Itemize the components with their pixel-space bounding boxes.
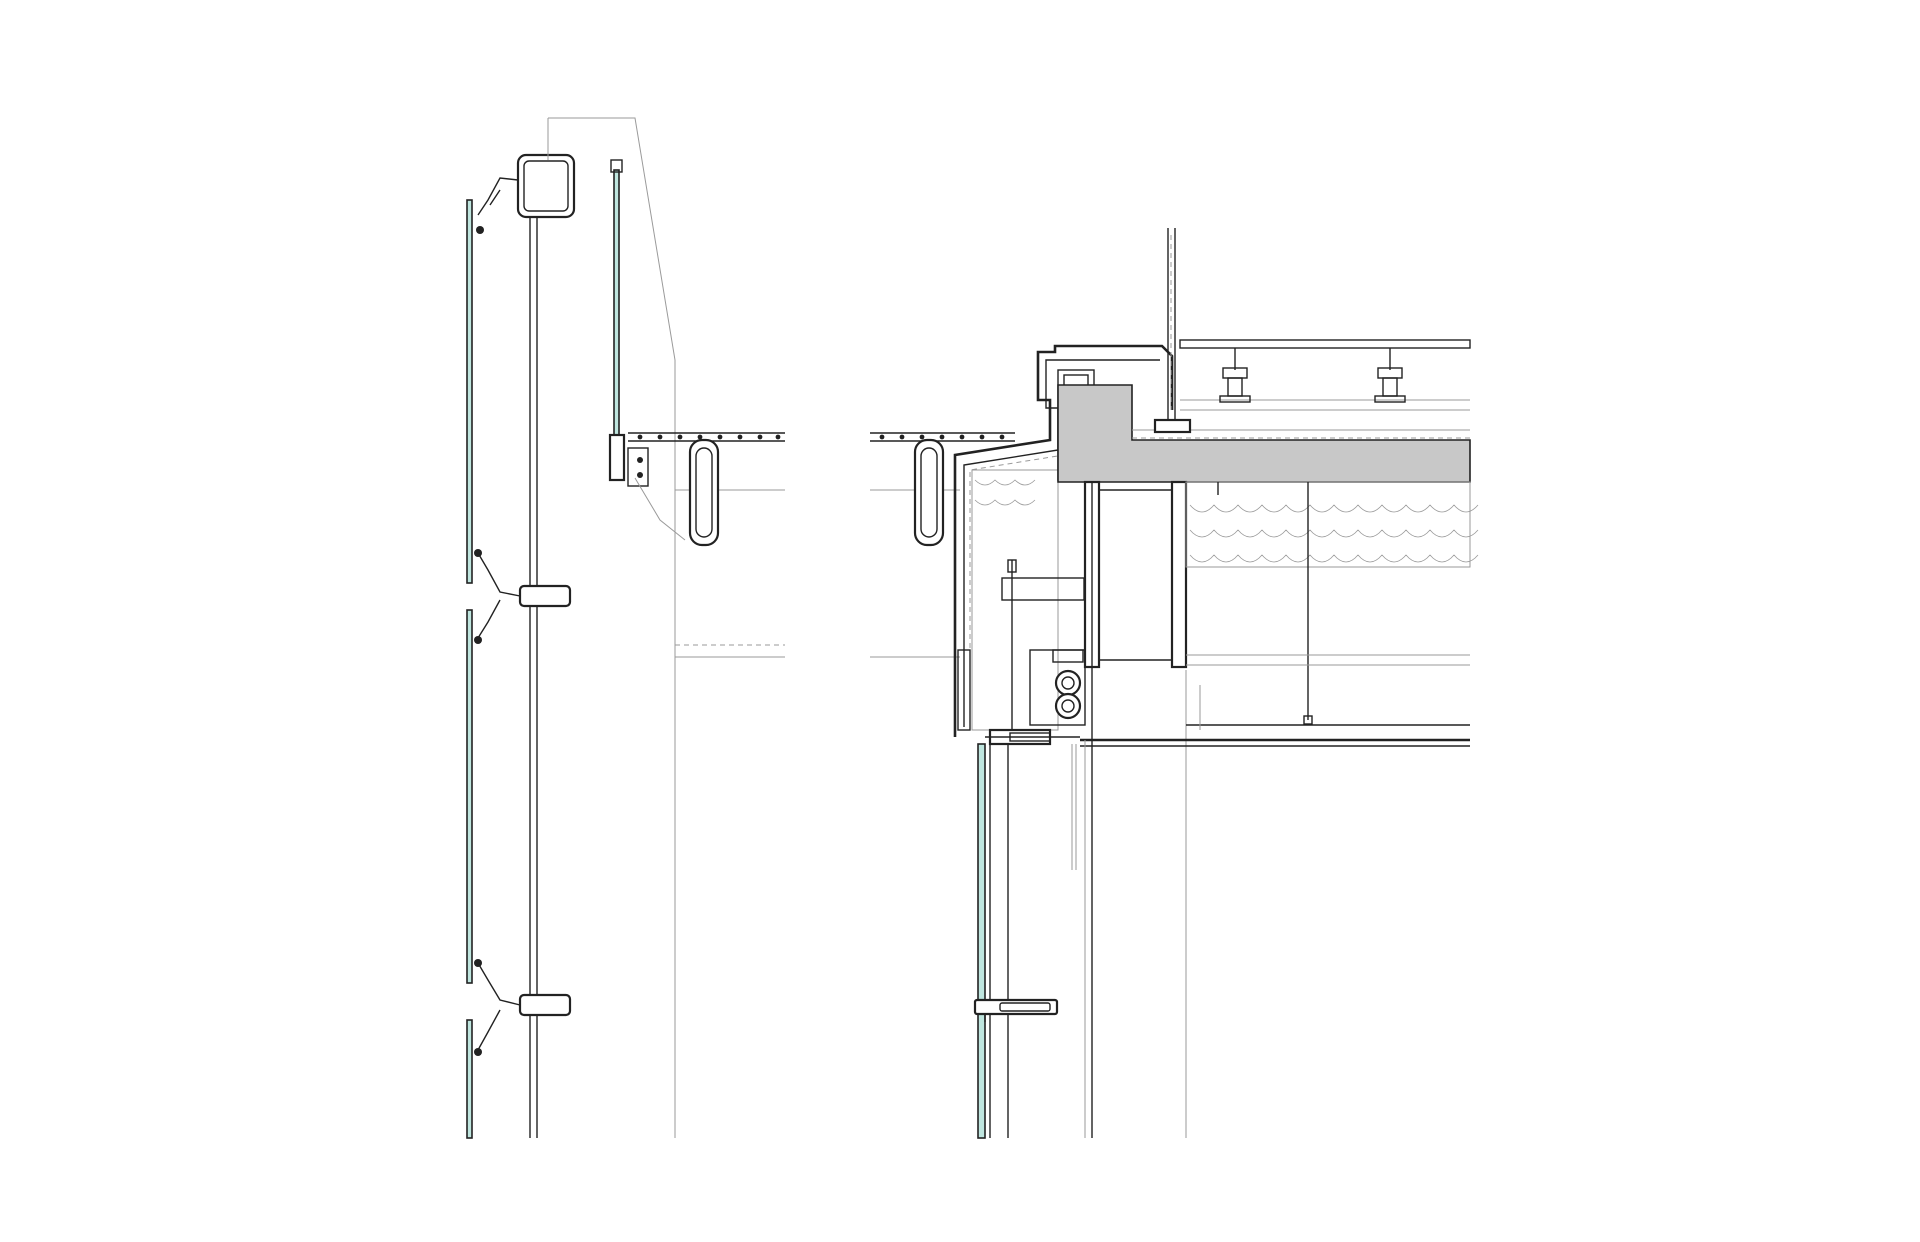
pipe-upper (1054, 669, 1082, 697)
top-bracket (477, 177, 519, 216)
post-base-plate (1153, 418, 1192, 434)
blind-box (1029, 649, 1086, 726)
glass-fin (613, 169, 620, 441)
ceiling-insulation (1185, 481, 1479, 568)
pipe-lower (1054, 692, 1082, 720)
perforated-beam-right (870, 432, 1015, 442)
glass-pane-1 (466, 199, 473, 584)
glass-pane-3 (466, 1019, 473, 1139)
suspended-ceiling (1080, 482, 1470, 747)
top-box-beam (516, 153, 576, 219)
spider-fitting-lower (474, 959, 572, 1056)
spider-fitting-upper (474, 549, 572, 644)
concrete-roof-slab (1057, 384, 1471, 483)
fin-clamp (608, 433, 626, 482)
steel-beam-section (1083, 480, 1188, 1138)
outer-glass-panes (466, 199, 473, 1139)
parapet-cladding (953, 344, 1174, 737)
transom-bracket (973, 998, 1059, 1022)
top-box-beam-inner (523, 160, 569, 212)
oval-tube-right (913, 438, 945, 547)
pedestal-1 (1219, 348, 1251, 403)
roof-decking (1179, 339, 1471, 411)
column-outline (548, 117, 676, 1138)
inner-glazing (977, 743, 986, 1139)
roof-edge-section-right (870, 228, 1479, 1139)
window-head (985, 728, 1080, 746)
oval-tube-left (688, 438, 720, 547)
pedestal-2 (1374, 348, 1406, 403)
glass-pane-2 (466, 609, 473, 984)
facade-section-left (466, 117, 785, 1139)
